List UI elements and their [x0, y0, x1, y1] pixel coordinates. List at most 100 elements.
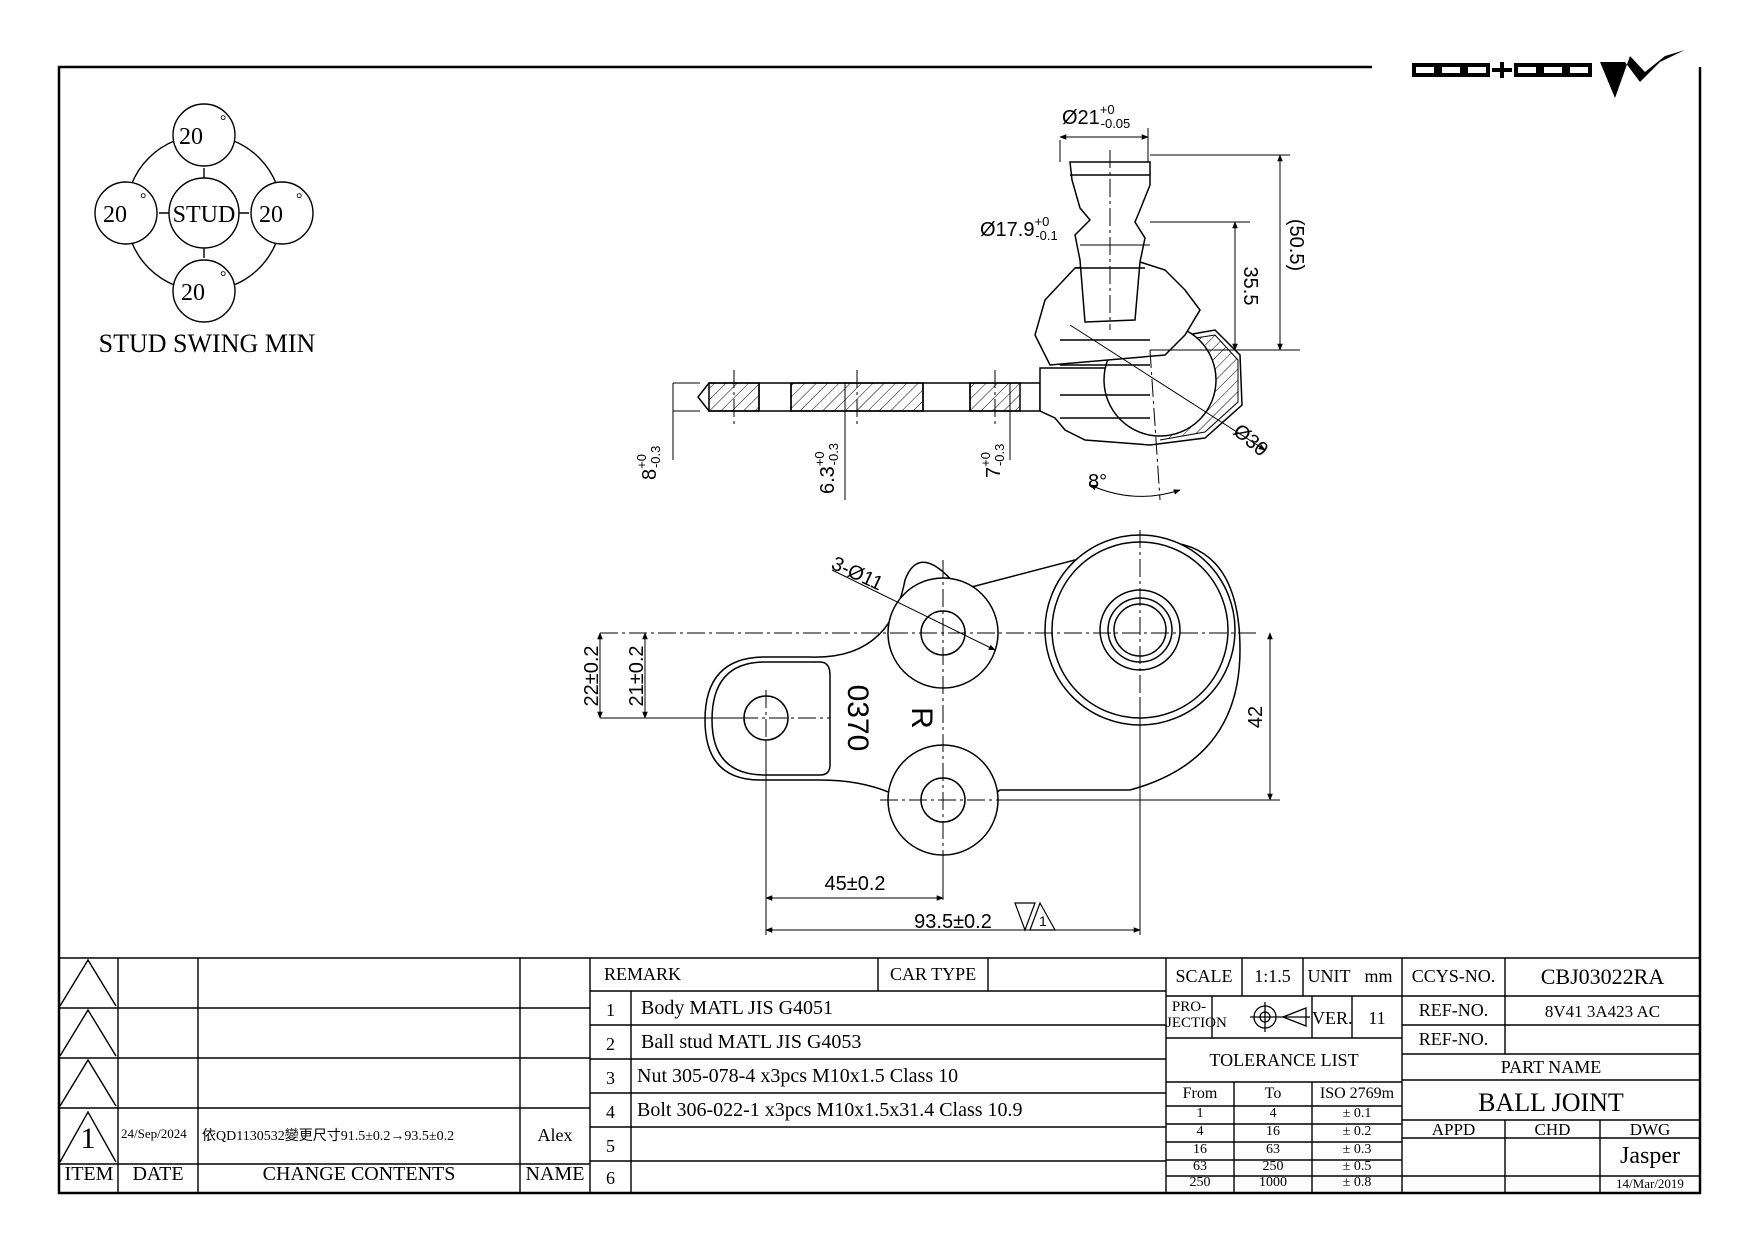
dim-d21-lower: -0.05 — [1101, 116, 1131, 131]
dim-355: 35.5 — [1239, 267, 1261, 306]
dim-d21: Ø21 — [1062, 107, 1100, 129]
tol-to-3: 63 — [1266, 1142, 1280, 1157]
dim-w22: 22±0.2 — [581, 645, 603, 706]
rev-row-name: Alex — [537, 1125, 573, 1145]
remark-no-1: 1 — [606, 1000, 615, 1020]
remark-text-3: Nut 305-078-4 x3pcs M10x1.5 Class 10 — [637, 1065, 959, 1087]
swing-angle-right: 20 — [259, 202, 283, 228]
remark-no-4: 4 — [606, 1102, 615, 1122]
rev-row-contents: 依QD1130532變更尺寸91.5±0.2→93.5±0.2 — [202, 1129, 455, 1144]
svg-text:6.3+0-0.3: 6.3+0-0.3 — [812, 443, 841, 494]
tol-value-2: ± 0.2 — [1342, 1124, 1372, 1139]
ccys-no-value: CBJ03022RA — [1540, 964, 1665, 989]
title-block-grid — [59, 957, 1700, 1193]
rev-header-date: DATE — [132, 1163, 184, 1185]
side-marking: R — [905, 707, 938, 729]
dim-holes: 3-Ø11 — [828, 553, 886, 596]
scale-label: SCALE — [1175, 966, 1233, 986]
dim-t7-lower: -0.3 — [992, 444, 1007, 466]
dim-t63-upper: +0 — [812, 451, 827, 466]
swing-angle-left: 20 — [103, 202, 127, 228]
logo-mark — [1600, 50, 1685, 98]
car-type-label: CAR TYPE — [890, 964, 977, 984]
company-logo — [1412, 50, 1685, 98]
tol-to-5: 1000 — [1259, 1175, 1287, 1190]
tol-value-3: ± 0.3 — [1342, 1142, 1372, 1157]
tol-value-5: ± 0.8 — [1342, 1175, 1372, 1190]
unit-label: UNIT — [1307, 966, 1351, 986]
drawn-date: 14/Mar/2019 — [1616, 1176, 1684, 1191]
ver-value: 11 — [1368, 1008, 1386, 1028]
stud-swing-diagram — [94, 103, 314, 323]
part-name-value: BALL JOINT — [1478, 1088, 1624, 1117]
part-name-label: PART NAME — [1500, 1057, 1602, 1077]
remark-no-3: 3 — [606, 1068, 615, 1088]
rev-header-item: ITEM — [64, 1163, 114, 1185]
svg-text:Ø21+0-0.05: Ø21+0-0.05 — [1062, 102, 1130, 131]
remark-no-6: 6 — [606, 1168, 615, 1188]
appd-label: APPD — [1431, 1120, 1476, 1139]
degree-mark-left: ° — [140, 191, 146, 208]
dim-t8: 8 — [639, 469, 661, 480]
tol-header-to: To — [1264, 1085, 1282, 1102]
ref-no-label: REF-NO. — [1418, 1000, 1489, 1020]
swing-angle-bottom: 20 — [181, 280, 205, 306]
tol-to-4: 250 — [1262, 1159, 1284, 1174]
unit-value: mm — [1364, 966, 1393, 986]
ref-no-2-label: REF-NO. — [1418, 1029, 1489, 1049]
rev-header-contents: CHANGE CONTENTS — [262, 1163, 456, 1185]
logo-wordmark — [1412, 62, 1592, 78]
swing-circle-bottom — [172, 259, 236, 323]
swing-circle-top — [172, 103, 236, 167]
dim-d30: Ø30 — [1229, 420, 1272, 461]
revision-triangle-marks — [1014, 901, 1057, 932]
chd-label: CHD — [1534, 1120, 1571, 1139]
tol-to-1: 4 — [1269, 1106, 1277, 1121]
drawn-by: Jasper — [1620, 1143, 1680, 1169]
side-section-view — [672, 128, 1300, 501]
swing-circle-left — [94, 181, 158, 245]
remark-no-2: 2 — [606, 1034, 615, 1054]
tol-from-1: 1 — [1196, 1106, 1204, 1121]
tolerance-title: TOLERANCE LIST — [1209, 1050, 1359, 1070]
dim-h42: 42 — [1245, 706, 1267, 728]
dim-d21-upper: +0 — [1100, 102, 1115, 117]
svg-text:Ø17.9+0-0.1: Ø17.9+0-0.1 — [980, 214, 1058, 243]
remark-no-5: 5 — [606, 1136, 615, 1156]
tol-to-2: 16 — [1266, 1124, 1280, 1139]
dim-l45: 45±0.2 — [824, 873, 885, 895]
dwg-label: DWG — [1629, 1120, 1671, 1139]
svg-text:7+0-0.3: 7+0-0.3 — [978, 444, 1007, 478]
part-marking: 0370 — [841, 685, 874, 752]
swing-circle-right — [250, 181, 314, 245]
tol-value-4: ± 0.5 — [1342, 1159, 1372, 1174]
degree-mark-top: ° — [220, 113, 226, 130]
svg-text:8+0-0.3: 8+0-0.3 — [634, 446, 663, 480]
dim-w21: 21±0.2 — [626, 645, 648, 706]
scale-value: 1:1.5 — [1254, 966, 1291, 986]
ccys-no-label: CCYS-NO. — [1411, 966, 1496, 986]
degree-mark-bottom: ° — [220, 269, 226, 286]
dim-d179-lower: -0.1 — [1035, 228, 1057, 243]
ref-no-value: 8V41 3A423 AC — [1544, 1002, 1661, 1021]
tol-header-from: From — [1182, 1085, 1218, 1102]
tol-from-2: 4 — [1196, 1124, 1204, 1139]
dim-d179: Ø17.9 — [980, 219, 1034, 241]
dim-t63-lower: -0.3 — [826, 443, 841, 465]
dim-angle-8: 8° — [1088, 471, 1107, 493]
degree-mark-right: ° — [296, 191, 302, 208]
dim-t7: 7 — [983, 467, 1005, 478]
dim-d179-upper: +0 — [1034, 214, 1049, 229]
dim-l935: 93.5±0.2 — [914, 911, 992, 933]
dim-t7-upper: +0 — [978, 452, 993, 467]
swing-angle-top: 20 — [179, 124, 203, 150]
stud-label: STUD — [173, 202, 236, 228]
tol-from-5: 250 — [1189, 1175, 1211, 1190]
projection-label-2: JECTION — [1166, 1015, 1227, 1031]
remark-text-1: Body MATL JIS G4051 — [641, 997, 834, 1019]
tol-value-1: ± 0.1 — [1342, 1106, 1372, 1121]
projection-symbol — [1250, 1002, 1310, 1032]
dim-505: (50.5) — [1285, 219, 1307, 271]
remark-text-2: Ball stud MATL JIS G4053 — [641, 1031, 862, 1053]
rev-header-name: NAME — [525, 1163, 585, 1185]
